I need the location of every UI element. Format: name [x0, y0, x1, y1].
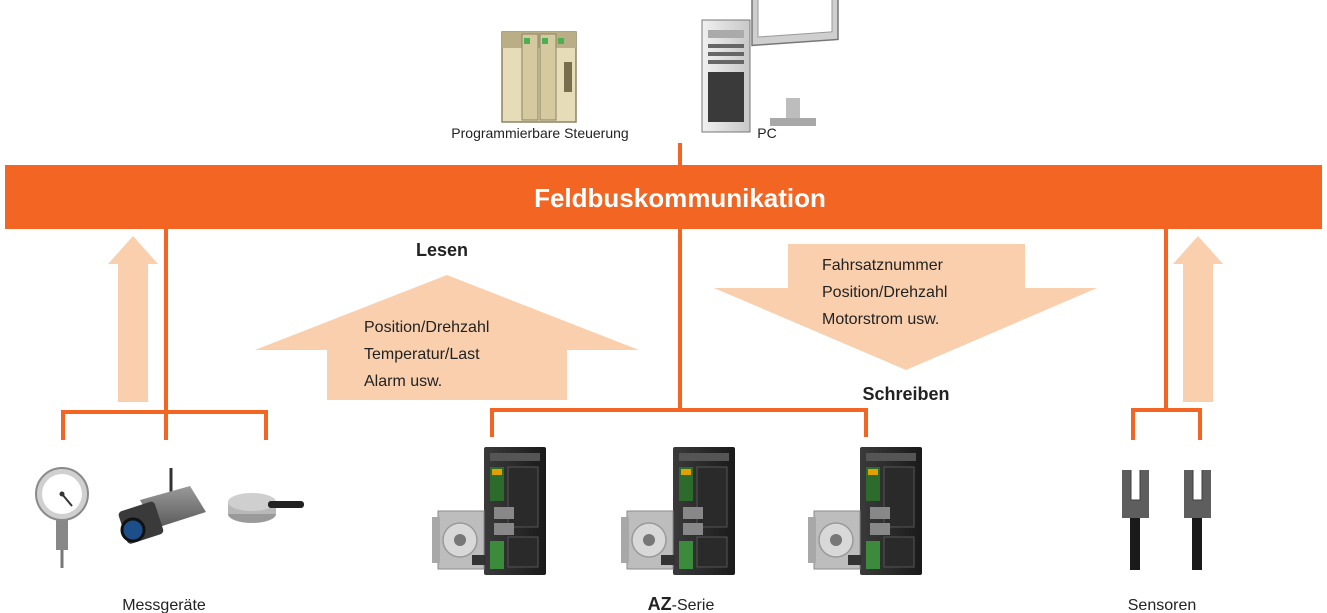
read-arrow	[255, 275, 639, 400]
read-line-1: Position/Drehzahl	[364, 319, 489, 336]
measuring-label: Messgeräte	[122, 597, 206, 613]
plc-icon	[501, 31, 577, 123]
az-motor-unit-3	[807, 446, 923, 576]
fieldbus-label: Feldbuskommunikation	[534, 183, 826, 213]
sensor-icon-1	[1121, 469, 1150, 571]
write-arrow	[714, 244, 1097, 370]
az-series-rest: -Serie	[672, 597, 715, 613]
pc-label: PC	[757, 125, 776, 141]
plc-label: Programmierbare Steuerung	[451, 125, 628, 141]
az-motor-unit-1	[431, 446, 547, 576]
az-bracket	[490, 408, 868, 437]
load-cell-icon	[228, 493, 304, 523]
write-line-3: Motorstrom usw.	[822, 311, 939, 328]
sensors-label: Sensoren	[1128, 597, 1197, 613]
write-line-2: Position/Drehzahl	[822, 284, 947, 301]
fieldbus-bar	[5, 165, 1322, 229]
sensors-bracket	[1131, 408, 1202, 440]
az-series-bold: AZ	[648, 594, 672, 613]
up-arrow-left	[108, 236, 158, 402]
read-line-2: Temperatur/Last	[364, 346, 480, 363]
gauge-icon	[35, 467, 89, 568]
sensor-icon-2	[1183, 469, 1212, 571]
write-heading: Schreiben	[862, 384, 949, 404]
read-line-3: Alarm usw.	[364, 373, 442, 390]
up-arrow-right	[1173, 236, 1223, 402]
measuring-bracket	[61, 410, 268, 440]
camera-icon	[118, 468, 206, 544]
az-motor-unit-2	[620, 446, 736, 576]
read-heading: Lesen	[416, 240, 468, 260]
write-line-1: Fahrsatznummer	[822, 257, 944, 274]
az-series-label: AZ-Serie	[648, 594, 715, 613]
pc-icon	[701, 0, 839, 133]
